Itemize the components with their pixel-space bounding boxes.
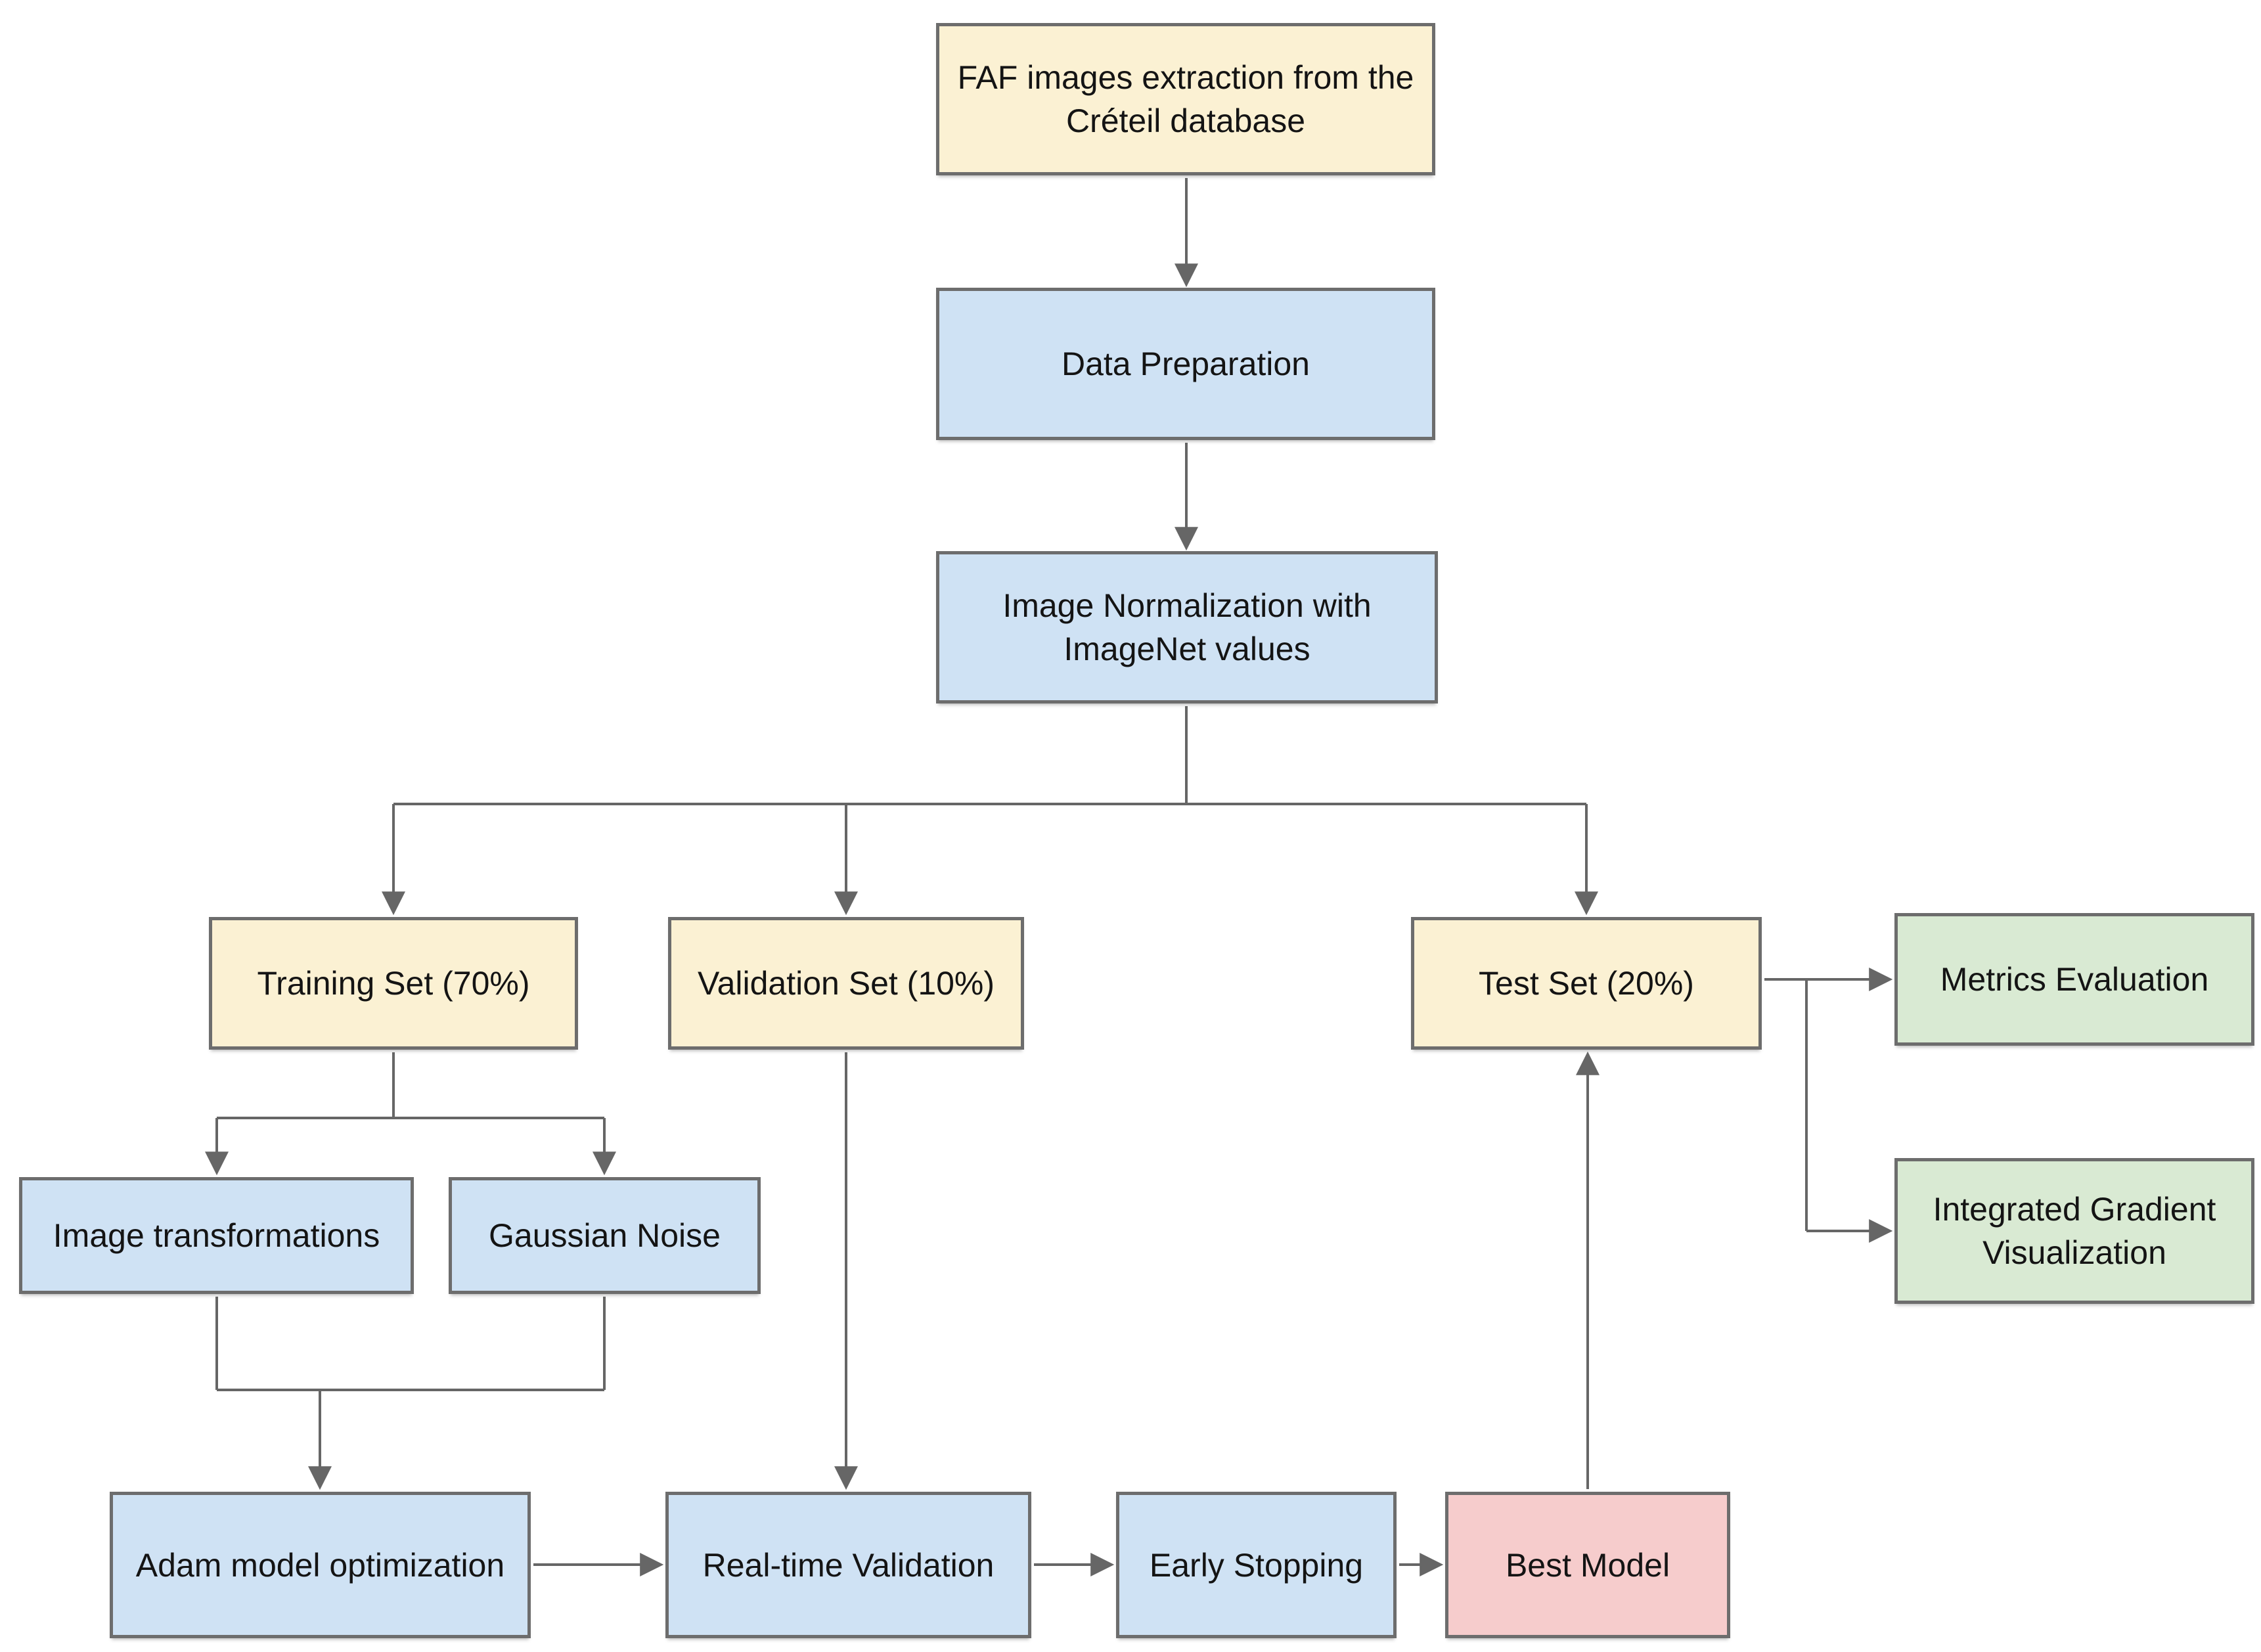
- node-image-normalization: Image Normalization with ImageNet values: [936, 551, 1438, 703]
- node-gaussian-noise: Gaussian Noise: [449, 1177, 761, 1294]
- node-image-transformations-label: Image transformations: [53, 1217, 380, 1254]
- node-best-model-label: Best Model: [1505, 1546, 1670, 1584]
- node-adam-model-optimization: Adam model optimization: [110, 1492, 531, 1638]
- node-image-transformations: Image transformations: [19, 1177, 414, 1294]
- node-integrated-gradient-label: Integrated Gradient Visualization: [1933, 1191, 2216, 1271]
- node-gaussian-noise-label: Gaussian Noise: [489, 1217, 721, 1254]
- node-training-set: Training Set (70%): [209, 917, 578, 1050]
- node-validation-set: Validation Set (10%): [668, 917, 1024, 1050]
- node-test-set-label: Test Set (20%): [1479, 965, 1694, 1002]
- node-faf-extraction-label: FAF images extraction from the Créteil d…: [957, 59, 1414, 139]
- node-adam-optimization-label: Adam model optimization: [135, 1546, 505, 1584]
- node-realtime-validation: Real-time Validation: [665, 1492, 1031, 1638]
- node-validation-set-label: Validation Set (10%): [697, 965, 995, 1002]
- node-metrics-evaluation-label: Metrics Evaluation: [1940, 961, 2209, 998]
- node-integrated-gradient-visualization: Integrated Gradient Visualization: [1894, 1158, 2254, 1304]
- node-test-set: Test Set (20%): [1411, 917, 1762, 1050]
- node-best-model: Best Model: [1445, 1492, 1730, 1638]
- node-data-preparation-label: Data Preparation: [1061, 346, 1310, 382]
- node-realtime-validation-label: Real-time Validation: [702, 1546, 995, 1584]
- node-faf-extraction: FAF images extraction from the Créteil d…: [936, 23, 1435, 175]
- node-early-stopping-label: Early Stopping: [1149, 1546, 1364, 1584]
- node-early-stopping: Early Stopping: [1116, 1492, 1397, 1638]
- node-training-set-label: Training Set (70%): [257, 965, 530, 1002]
- node-image-normalization-label: Image Normalization with ImageNet values: [1002, 587, 1372, 667]
- node-metrics-evaluation: Metrics Evaluation: [1894, 913, 2254, 1046]
- node-data-preparation: Data Preparation: [936, 288, 1435, 440]
